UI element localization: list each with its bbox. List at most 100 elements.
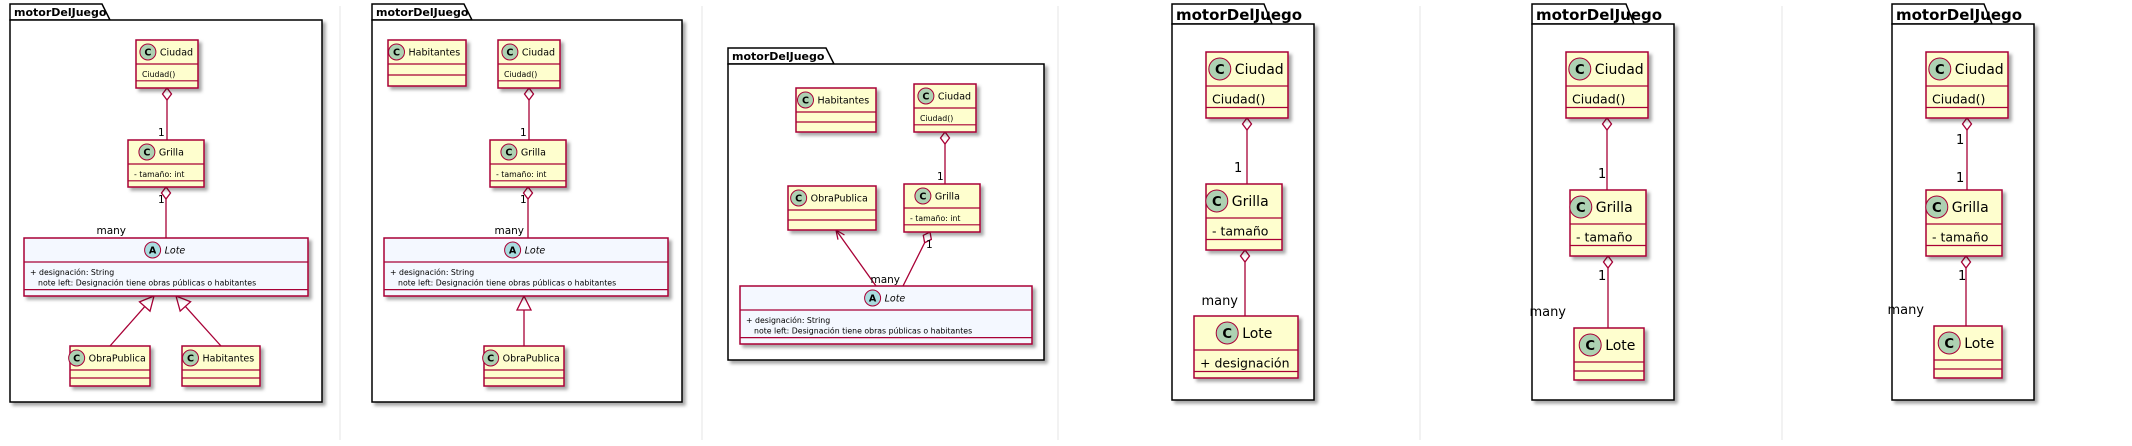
class-name: Lote [165, 245, 186, 256]
package-name: motorDelJuego [14, 6, 107, 19]
class-icon [138, 143, 156, 161]
stereotype-letter: A [869, 294, 877, 305]
class-icon [914, 187, 932, 205]
class-name: Habitantes [203, 353, 255, 364]
stereotype-letter: C [144, 48, 151, 59]
multiplicity-label: 1 [1958, 269, 1966, 284]
class-icon [68, 349, 86, 367]
stereotype-letter: C [393, 48, 400, 59]
stereotype-letter: C [187, 354, 194, 365]
stereotype-letter: C [505, 148, 512, 159]
class-box [69, 345, 151, 387]
class-name: ObraPublica [811, 193, 868, 204]
stereotype-letter: C [143, 148, 150, 159]
class-obra[interactable]: C ObraPublica [787, 185, 877, 231]
class-name: Lote [1964, 336, 1994, 352]
abstract-class-icon [864, 289, 882, 307]
class-member: - tamaño: int [496, 170, 546, 179]
stereotype-letter: C [795, 194, 802, 205]
class-box [1193, 315, 1299, 379]
class-lote[interactable]: C Lote [1573, 327, 1645, 381]
class-box [483, 345, 565, 387]
class-icon [797, 91, 814, 109]
abstract-class-icon [504, 241, 522, 259]
package-name: motorDelJuego [1536, 6, 1662, 24]
class-name: Ciudad [1235, 62, 1284, 78]
class-icon [1208, 57, 1232, 81]
multiplicity-label: 1 [1234, 161, 1242, 176]
class-member: Ciudad() [1932, 92, 1985, 107]
class-name: Lote [1605, 338, 1635, 354]
aggregation-diamond [1239, 248, 1251, 264]
class-member: - tamaño [1932, 230, 1988, 245]
class-icon [1925, 195, 1949, 219]
class-icon [139, 43, 157, 61]
stereotype-letter: C [506, 48, 513, 59]
stereotype-letter: C [1215, 63, 1225, 78]
stereotype-letter: C [802, 96, 809, 107]
multiplicity-label: 1 [1956, 133, 1964, 148]
class-name: Ciudad [522, 47, 555, 58]
class-member: + designación [1200, 356, 1290, 371]
package-name: motorDelJuego [376, 6, 469, 19]
class-member: + designación: String [390, 268, 474, 277]
stereotype-letter: A [509, 246, 517, 257]
class-icon [1215, 321, 1239, 345]
multiplicity-label: 1 [937, 171, 944, 183]
stereotype-letter: C [1575, 63, 1585, 78]
stereotype-letter: C [922, 92, 929, 103]
class-member: Ciudad() [142, 70, 175, 79]
class-name: Ciudad [160, 47, 193, 58]
aggregation-diamond [523, 86, 535, 102]
multiplicity-label: 1 [520, 127, 527, 139]
class-lote[interactable]: C Lote [1933, 325, 2003, 379]
class-icon [182, 349, 199, 367]
class-icon [1569, 195, 1593, 219]
multiplicity-label: many [870, 274, 900, 286]
multiplicity-label: many [1201, 294, 1238, 309]
stereotype-letter: C [1944, 337, 1954, 352]
multiplicity-label: many [494, 225, 524, 237]
multiplicity-label: 1 [520, 194, 527, 206]
multiplicity-label: 1 [926, 239, 933, 251]
class-grilla[interactable]: C Grilla - tamaño: int [489, 139, 567, 188]
inheritance-arrowhead [138, 294, 155, 313]
class-hab[interactable]: C Habitantes [181, 345, 261, 387]
stereotype-letter: C [1222, 327, 1232, 342]
stereotype-letter: C [919, 192, 926, 203]
aggregation-diamond [939, 130, 951, 146]
class-box [383, 237, 669, 297]
stereotype-letter: C [1932, 201, 1942, 216]
class-name: Grilla [521, 147, 546, 158]
class-name: Grilla [1596, 200, 1633, 216]
inheritance-line [109, 306, 146, 347]
stereotype-letter: C [1585, 339, 1595, 354]
multiplicity-label: 1 [1956, 171, 1964, 186]
class-icon [1928, 57, 1952, 81]
multiplicity-label: 1 [1598, 269, 1606, 284]
